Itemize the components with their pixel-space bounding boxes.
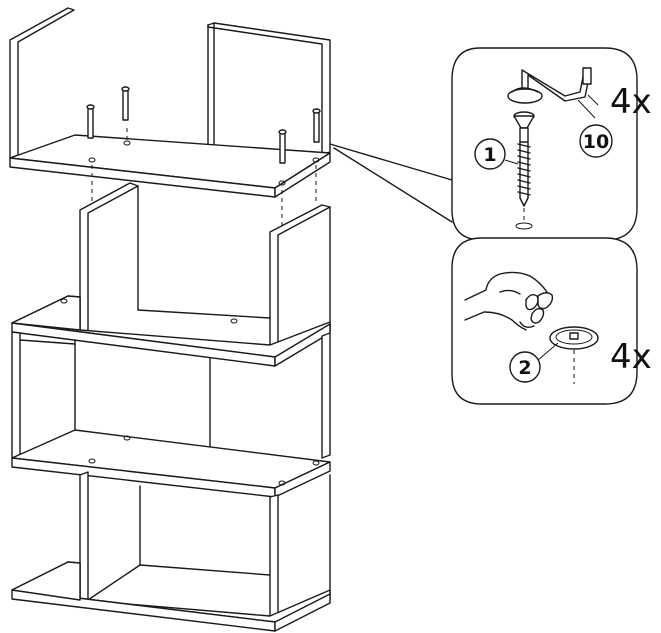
unit-left-lower-panel (79, 471, 89, 601)
top-module (9, 7, 331, 230)
part-2-badge (509, 351, 541, 383)
allen-key-icon (507, 67, 592, 104)
callout-cap-detail: 2 4x (451, 237, 652, 405)
callout-1-quantity: 4x (610, 82, 652, 122)
unit-left-upper-panel (79, 182, 139, 339)
callout-screw-detail: 1 10 4x (329, 47, 652, 241)
hand-icon (464, 271, 554, 331)
top-left-panel (9, 7, 75, 159)
part-1-badge (474, 138, 506, 170)
long-screw-icon (513, 111, 535, 207)
unit-right-lower-panel (269, 494, 279, 621)
part-1-number: 1 (483, 144, 496, 166)
callout-2-box (451, 237, 638, 405)
part-10-badge (579, 124, 613, 158)
unit-left-mid-panel (11, 331, 21, 461)
top-right-panel (207, 22, 331, 155)
callout-2-quantity: 4x (610, 337, 652, 377)
unit-right-mid-panel (321, 332, 331, 459)
part-10-number: 10 (583, 131, 609, 153)
screw-icon (86, 86, 321, 164)
shelf-unit (11, 182, 331, 632)
cover-cap-icon (549, 326, 599, 350)
part-2-number: 2 (518, 357, 531, 379)
